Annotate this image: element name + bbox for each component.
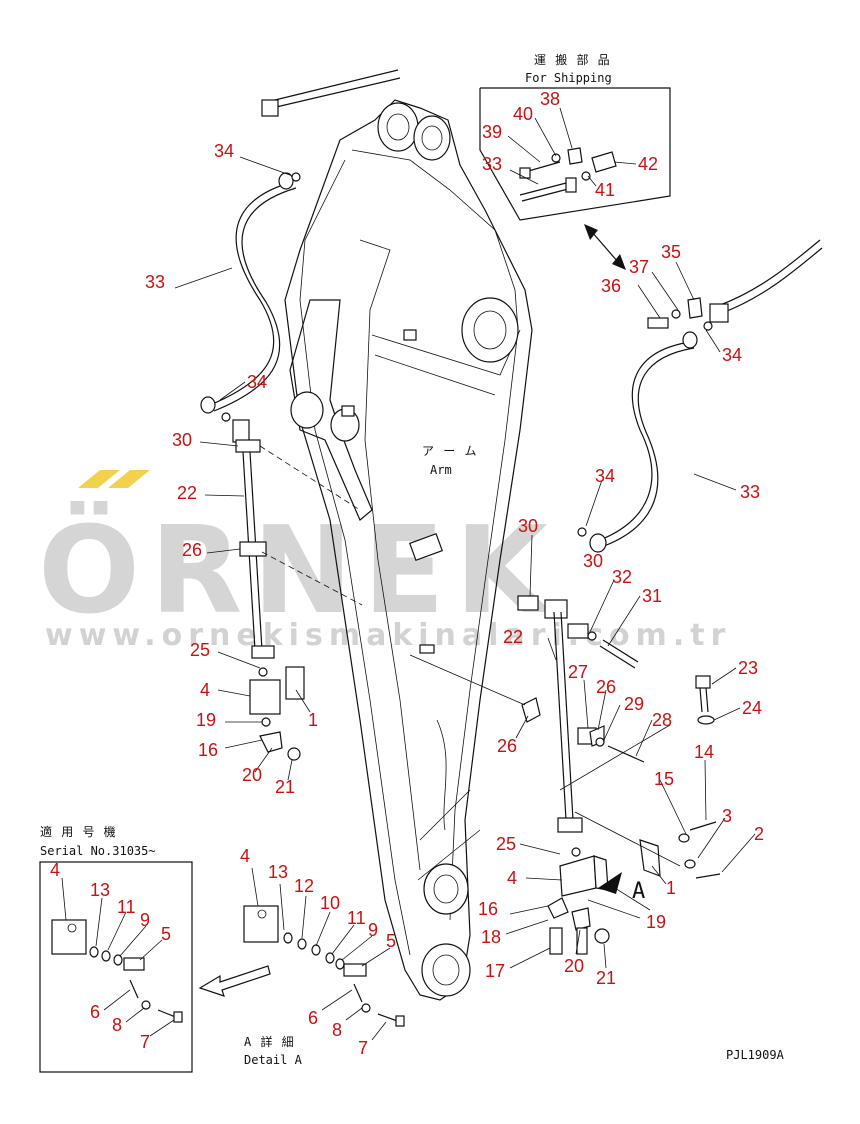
left-top-flange [261,99,279,117]
callout-numbers: 34 33 34 30 22 26 25 4 19 16 20 21 1 38 … [50,89,764,1058]
callout-label: 34 [214,141,234,161]
serial-box: 適 用 号 機 Serial No.31035~ [39,824,193,1073]
callout-label: 33 [740,482,760,502]
drawing-code: PJL1909A [726,1048,785,1062]
callout-label: 21 [275,777,295,797]
callout-label: 6 [308,1008,318,1028]
detail-arrow [198,965,271,997]
callout-label: 33 [482,154,502,174]
shipping-title-jp: 運 搬 部 品 [534,52,611,67]
detail-a: A 詳 細 Detail A [243,905,405,1067]
callout-label: 41 [595,180,615,200]
callout-label: 19 [196,710,216,730]
callout-label: 7 [140,1032,150,1052]
callout-label: 3 [722,806,732,826]
callout-label: 20 [564,956,584,976]
watermark-accent-right [108,470,150,488]
callout-label: 13 [90,880,110,900]
callout-label: 6 [90,1002,100,1022]
callout-label: 11 [117,897,136,917]
callout-label: 22 [177,483,197,503]
callout-label: 28 [652,710,672,730]
callout-label: 29 [624,694,644,714]
callout-label: 34 [247,372,267,392]
callout-label: 18 [481,927,501,947]
callout-label: 34 [595,466,615,486]
right-hose-assembly [409,239,823,955]
arm-label-jp: ア ー ム [422,444,477,458]
callout-label: 9 [140,910,150,930]
callout-label: 42 [638,154,658,174]
serial-number: Serial No.31035~ [40,844,156,858]
callout-label: 26 [497,736,517,756]
callout-label: 16 [198,740,218,760]
callout-label: 4 [507,868,517,888]
callout-label: 38 [540,89,560,109]
leader-lines [61,107,756,1041]
callout-label: 35 [661,242,681,262]
callout-label: 21 [596,968,616,988]
callout-label: 17 [485,961,505,981]
left-hose-assembly [200,69,401,761]
callout-label: 34 [722,345,742,365]
callout-label: 39 [482,122,502,142]
callout-label: 13 [268,862,288,882]
callout-label: 4 [50,860,60,880]
callout-label: 15 [654,769,674,789]
detail-label-en: Detail A [244,1053,303,1067]
callout-label: 10 [320,893,340,913]
callout-label: 26 [182,540,202,560]
shipping-double-arrow [584,224,626,270]
shipping-title-en: For Shipping [525,71,612,85]
detail-label-jp: A 詳 細 [244,1034,295,1049]
callout-label: 12 [294,876,314,896]
arrow-letter: A [632,879,645,904]
callout-label: 16 [478,899,498,919]
callout-label: 5 [386,931,396,951]
callout-label: 25 [496,834,516,854]
callout-label: 14 [694,742,714,762]
callout-label: 23 [738,658,758,678]
callout-label: 26 [596,677,616,697]
watermark-brand: ÖRNEK [38,501,558,641]
callout-label: 20 [242,765,262,785]
arm-body [284,99,533,1001]
callout-label: 7 [358,1038,368,1058]
arm-label-en: Arm [430,463,452,477]
callout-label: 24 [742,698,762,718]
callout-label: 19 [646,912,666,932]
shipping-box: 運 搬 部 品 For Shipping [479,52,671,221]
callout-label: 4 [240,846,250,866]
callout-label: 40 [513,104,533,124]
callout-label: 2 [754,824,764,844]
callout-label: 1 [666,878,676,898]
callout-label: 31 [642,586,662,606]
callout-label: 33 [145,272,165,292]
watermark-url: www.ornekismakinalari.com.tr [45,618,731,653]
callout-label: 9 [368,920,378,940]
callout-label: 11 [347,908,366,928]
callout-label: 25 [190,640,210,660]
callout-label: 36 [601,276,621,296]
callout-label: 22 [503,627,523,647]
callout-label: 37 [629,257,649,277]
callout-label: 30 [172,430,192,450]
callout-label: 1 [308,710,318,730]
callout-label: 27 [568,662,588,682]
callout-label: 30 [518,516,538,536]
callout-label: 8 [112,1015,122,1035]
watermark-accent-left [78,470,120,488]
serial-title-jp: 適 用 号 機 [40,824,117,839]
callout-label: 4 [200,680,210,700]
callout-label: 8 [332,1020,342,1040]
callout-label: 5 [161,924,171,944]
callout-label: 30 [583,551,603,571]
callout-label: 32 [612,567,632,587]
watermark: ÖRNEK www.ornekismakinalari.com.tr [38,470,731,653]
